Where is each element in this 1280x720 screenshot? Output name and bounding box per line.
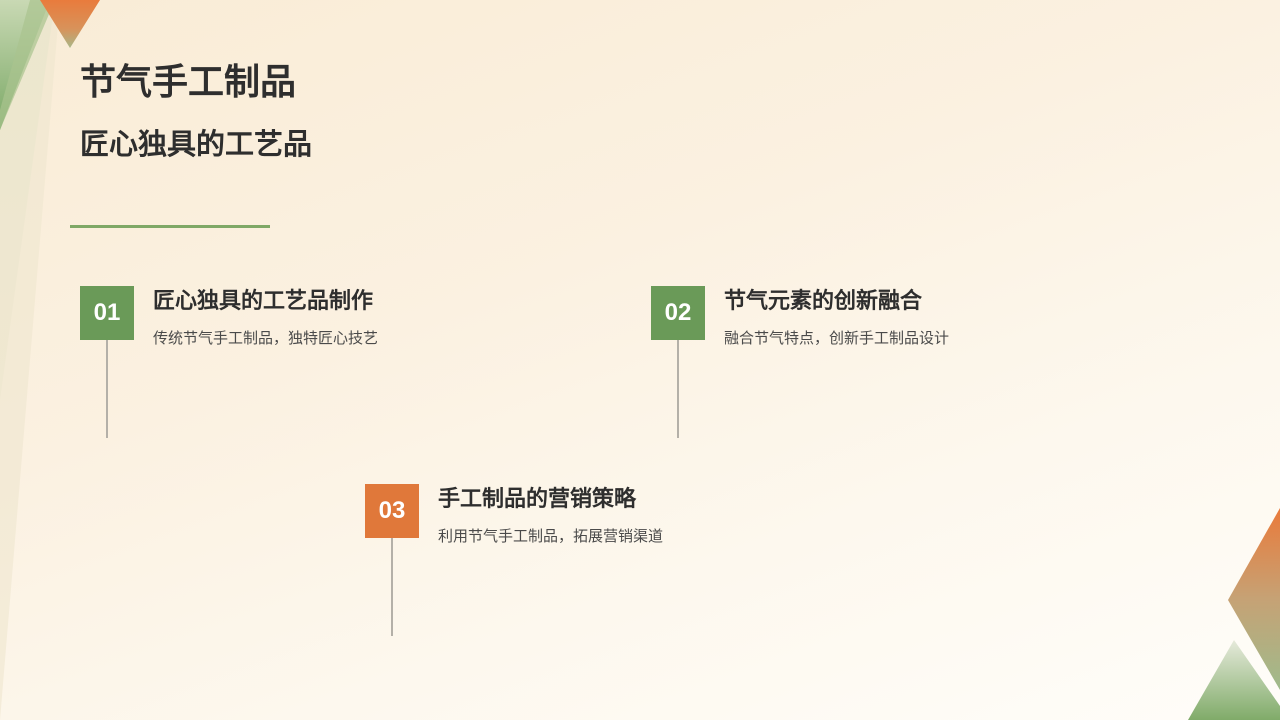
item-title: 匠心独具的工艺品制作 (153, 289, 374, 314)
number-badge: 02 (651, 286, 705, 340)
timeline-connector-line (391, 538, 393, 636)
slide-title: 节气手工制品 (80, 62, 297, 103)
item-title: 手工制品的营销策略 (438, 487, 637, 512)
title-underline (70, 225, 270, 228)
item-description: 利用节气手工制品，拓展营销渠道 (438, 527, 664, 545)
badge-number: 03 (378, 497, 406, 524)
timeline-connector-line (106, 340, 108, 438)
item-description: 传统节气手工制品，独特匠心技艺 (153, 329, 379, 347)
number-badge: 01 (80, 286, 134, 340)
timeline-connector-line (677, 340, 679, 438)
slide-subtitle: 匠心独具的工艺品 (80, 127, 313, 161)
item-description: 融合节气特点，创新手工制品设计 (724, 329, 950, 347)
badge-number: 01 (93, 299, 121, 326)
item-title: 节气元素的创新融合 (724, 289, 923, 314)
number-badge: 03 (365, 484, 419, 538)
badge-number: 02 (664, 299, 692, 326)
